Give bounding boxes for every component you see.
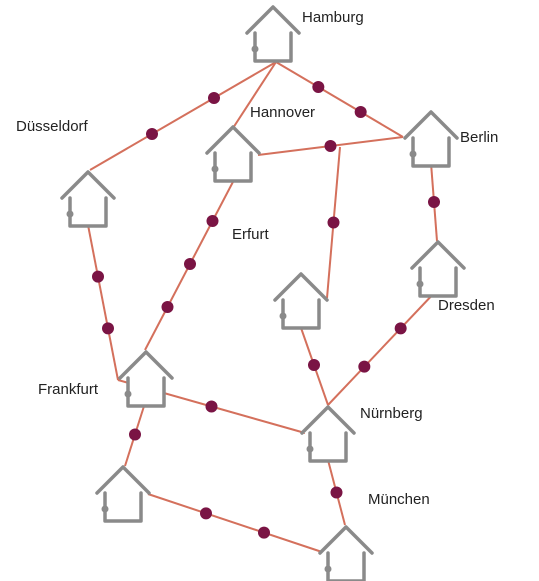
label-duesseldorf: Düsseldorf xyxy=(16,118,88,135)
label-frankfurt: Frankfurt xyxy=(38,381,99,398)
dots-layer xyxy=(92,81,440,539)
edge-dot xyxy=(330,486,343,499)
house-icon xyxy=(273,272,329,330)
edge-dot xyxy=(394,322,407,335)
edge-dot xyxy=(206,215,219,227)
house-icon xyxy=(300,405,356,463)
edge-dot xyxy=(184,258,196,270)
label-dresden: Dresden xyxy=(438,297,495,314)
edge-dot xyxy=(102,322,114,335)
edge-dot xyxy=(354,106,367,118)
label-muenchen: München xyxy=(368,491,430,508)
label-hannover: Hannover xyxy=(250,104,316,121)
houses-layer xyxy=(60,5,466,581)
edge-unnamed_sw-muenchen xyxy=(147,493,323,553)
edge-duesseldorf-frankfurt xyxy=(87,224,119,381)
house-icon xyxy=(410,240,466,298)
house-icon xyxy=(245,5,301,63)
edge-dot xyxy=(327,216,340,229)
edge-dot xyxy=(205,400,218,413)
label-erfurt: Erfurt xyxy=(232,226,269,243)
edge-hamburg-berlin xyxy=(275,61,404,138)
edge-dot xyxy=(161,301,174,313)
edge-dot xyxy=(312,81,325,93)
edge-dot xyxy=(358,360,371,373)
label-hamburg: Hamburg xyxy=(302,9,364,26)
edge-dot xyxy=(258,526,270,539)
label-nuernberg: Nürnberg xyxy=(360,405,423,422)
edge-dot xyxy=(129,428,141,441)
edge-hamburg-duesseldorf xyxy=(89,61,277,171)
edge-dot xyxy=(208,92,220,104)
house-icon xyxy=(118,350,174,408)
house-icon xyxy=(95,465,151,523)
house-icon xyxy=(205,125,261,183)
edge-dresden-nuernberg xyxy=(327,289,438,406)
edge-dot xyxy=(308,359,320,371)
edge-dot xyxy=(92,270,104,283)
house-icon xyxy=(318,525,374,581)
edge-dot xyxy=(200,507,212,520)
edges-layer xyxy=(87,61,438,553)
edge-dot xyxy=(428,196,440,208)
edge-dot xyxy=(324,140,337,152)
label-berlin: Berlin xyxy=(460,129,499,146)
house-icon xyxy=(60,170,116,228)
edge-hamburg-hannover xyxy=(232,61,277,129)
house-icon xyxy=(403,110,459,168)
edge-dot xyxy=(146,128,158,140)
